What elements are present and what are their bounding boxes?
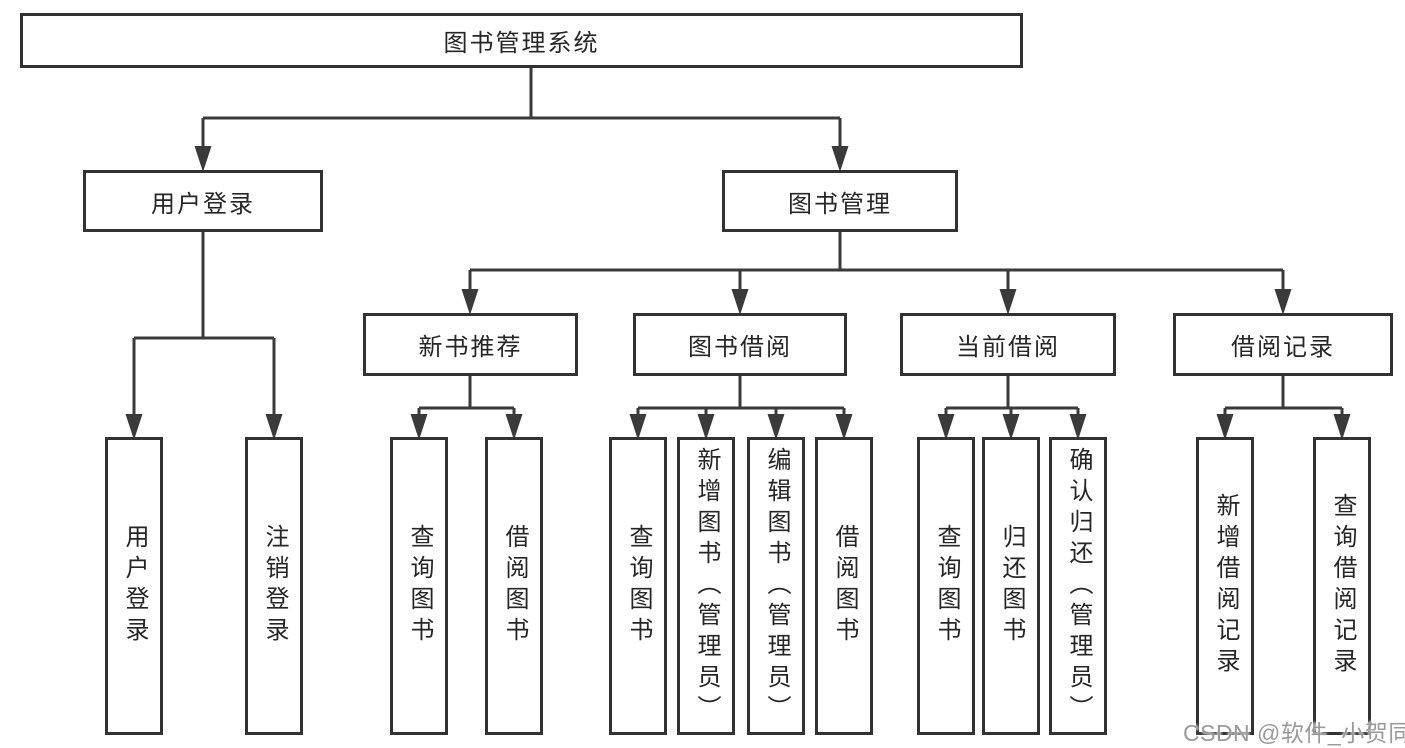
node-book-borrowing: 图书借阅	[633, 313, 847, 376]
node-label: 用户登录	[151, 190, 255, 218]
arrowhead-icon	[999, 289, 1017, 315]
leaf-query-books-recommend: 查询图书	[390, 437, 448, 735]
node-label: 查询图书	[933, 524, 960, 648]
node-label: 注销登录	[261, 524, 288, 648]
node-label: 新增图书（管理员）	[693, 446, 720, 726]
node-current-borrowing: 当前借阅	[900, 313, 1116, 376]
arrowhead-icon	[831, 146, 849, 172]
node-new-book-recommend: 新书推荐	[363, 313, 578, 376]
arrowhead-icon	[1002, 414, 1020, 440]
node-label: 图书管理	[788, 190, 892, 218]
arrowhead-icon	[767, 414, 785, 440]
leaf-user-login: 用户登录	[105, 437, 163, 735]
leaf-query-books-current: 查询图书	[917, 437, 975, 735]
arrowhead-icon	[194, 146, 212, 172]
node-label: 用户登录	[121, 524, 148, 648]
node-label: 查询图书	[625, 524, 652, 648]
connector-line	[468, 232, 1285, 293]
connector-line	[417, 376, 516, 418]
leaf-logout: 注销登录	[245, 437, 303, 735]
leaf-return-book: 归还图书	[982, 437, 1040, 735]
node-borrow-records: 借阅记录	[1173, 313, 1393, 376]
connector-line	[1223, 376, 1344, 418]
arrowhead-icon	[505, 414, 523, 440]
node-label: 当前借阅	[956, 334, 1060, 361]
leaf-edit-book-admin: 编辑图书（管理员）	[747, 437, 805, 735]
node-label: 图书管理系统	[443, 30, 600, 57]
node-label: 借阅图书	[831, 524, 858, 648]
leaf-confirm-return-admin: 确认归还（管理员）	[1049, 437, 1107, 735]
node-book-management: 图书管理	[722, 170, 958, 232]
arrowhead-icon	[629, 414, 647, 440]
node-library-management-system: 图书管理系统	[20, 13, 1023, 68]
connector-line	[132, 232, 276, 418]
leaf-query-books-borrowing: 查询图书	[609, 437, 667, 735]
node-label: 归还图书	[998, 524, 1025, 648]
arrowhead-icon	[1333, 414, 1351, 440]
node-label: 图书借阅	[688, 334, 792, 361]
node-label: 确认归还（管理员）	[1065, 446, 1092, 726]
node-label: 查询图书	[406, 524, 433, 648]
arrowhead-icon	[1274, 289, 1292, 315]
arrowhead-icon	[937, 414, 955, 440]
connector-line	[636, 376, 846, 418]
arrowhead-icon	[697, 414, 715, 440]
leaf-borrow-books-recommend: 借阅图书	[485, 437, 543, 735]
arrowhead-icon	[1216, 414, 1234, 440]
arrowhead-icon	[1069, 414, 1087, 440]
arrowhead-icon	[835, 414, 853, 440]
arrowhead-icon	[410, 414, 428, 440]
node-label: 新书推荐	[418, 334, 523, 361]
leaf-add-borrow-record: 新增借阅记录	[1196, 437, 1254, 735]
node-label: 借阅图书	[501, 524, 528, 648]
node-user-login: 用户登录	[83, 170, 323, 232]
arrowhead-icon	[461, 289, 479, 315]
node-label: 新增借阅记录	[1212, 493, 1239, 679]
node-label: 查询借阅记录	[1329, 493, 1356, 679]
arrowhead-icon	[125, 414, 143, 440]
connector-line	[201, 68, 842, 150]
node-label: 借阅记录	[1231, 334, 1335, 361]
connector-line	[944, 376, 1080, 418]
leaf-query-borrow-record: 查询借阅记录	[1313, 437, 1371, 735]
node-label: 编辑图书（管理员）	[763, 446, 790, 726]
leaf-borrow-books-borrowing: 借阅图书	[815, 437, 873, 735]
arrowhead-icon	[731, 289, 749, 315]
arrowhead-icon	[265, 414, 283, 440]
leaf-add-book-admin: 新增图书（管理员）	[677, 437, 735, 735]
watermark: CSDN @软件_小贺同学	[1183, 720, 1405, 746]
